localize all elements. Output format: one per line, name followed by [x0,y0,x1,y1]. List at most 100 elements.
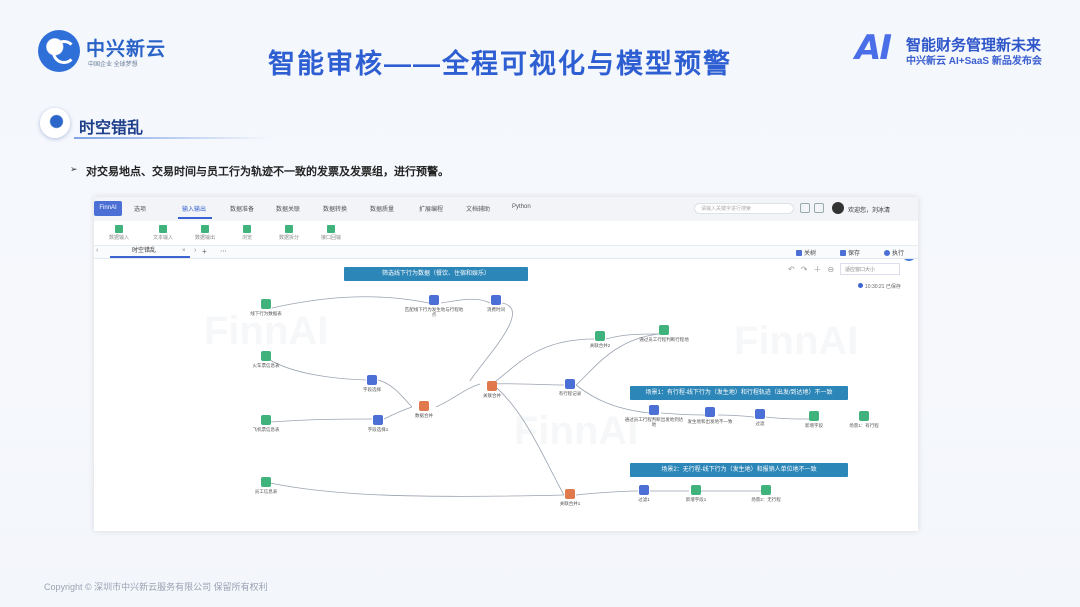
node-join-1[interactable]: 关联合并1 [540,489,600,506]
menu-document[interactable]: 文档辅助 [466,207,491,213]
watermark: FinnAI [514,409,639,453]
search-input[interactable]: 请输入关键字进行搜索 [694,203,794,214]
ribbon-label: 数据输出 [194,235,215,241]
run-tree-button[interactable]: 关树 [796,248,816,257]
node-label: 关联合并 [483,393,501,398]
saved-status: 10:30:21 已保存 [858,283,901,290]
event-title: 智能财务管理新未来 [906,37,1042,54]
menu-data-join[interactable]: 数据关联 [276,207,301,213]
node-field-select-1[interactable]: 字段选择1 [348,415,408,432]
company-slogan: 中国企业 全球梦想 [88,62,138,68]
node-add-field[interactable]: 新增字段 [784,411,844,428]
ribbon-data-input[interactable]: 数据输入 [102,221,136,241]
tab-bar: ‹ 时空错乱 × › + ⋯ [94,246,918,259]
table-icon [261,477,271,487]
node-judge-depart[interactable]: 通过员工行程判断出发地到达地 [624,405,684,427]
ribbon-label: 数据拆分 [278,235,299,241]
node-add-field-1[interactable]: 新增字段1 [666,485,726,502]
node-match-location[interactable]: 匹配线下行为发生地与行程地点 [404,295,464,317]
table-icon [595,331,605,341]
node-offline-data[interactable]: 线下行为数据表 [236,299,296,316]
ribbon-api-output[interactable]: 接口回输 [314,221,348,241]
node-employee-data[interactable]: 员工信息表 [236,477,296,494]
node-label: 新增字段 [805,423,823,428]
save-icon [840,250,846,256]
node-label: 过滤1 [638,497,650,502]
filter-icon [755,409,765,419]
add-field-icon [809,411,819,421]
menu-data-prep[interactable]: 数据准备 [230,207,255,213]
ribbon-text-input[interactable]: 文本输入 [146,221,180,241]
node-join-2[interactable]: 关联合并2 [570,331,630,348]
node-train-data[interactable]: 火车票信息表 [236,351,296,368]
execute-button[interactable]: 执行 [884,248,904,257]
copyright: Copyright © 深圳市中兴新云服务有限公司 保留所有权利 [44,582,268,592]
status-dot-icon [858,283,863,288]
add-tab-icon[interactable]: + [202,247,207,256]
ribbon-browse[interactable]: 浏览 [230,221,264,241]
ribbon-label: 接口回输 [320,235,341,241]
menu-bar: FinnAI 选项 输入输出 数据准备 数据关联 数据转换 数据质量 扩展编程 … [94,197,918,222]
workflow-canvas[interactable]: FinnAI FinnAI FinnAI [94,259,918,531]
column-icon [373,415,383,425]
node-join[interactable]: 关联合并 [462,381,522,398]
node-filter-1[interactable]: 过滤1 [614,485,674,502]
section-underline [74,137,270,139]
node-label: 场景2：无行程 [751,497,781,502]
node-scene1-out[interactable]: 场景1：有行程 [834,411,894,428]
tab-prev-icon[interactable]: ‹ [96,247,99,254]
node-label: 新增字段1 [685,497,707,502]
node-label: 字段选择1 [367,427,389,432]
close-icon[interactable]: × [182,248,186,254]
node-label: 通过员工行程判断行程地 [639,337,689,342]
join-icon [487,381,497,391]
node-data-merge[interactable]: 数据合并 [394,401,454,418]
table-icon [261,415,271,425]
node-filter[interactable]: 过滤 [730,409,790,426]
node-label: 发生地和出发地不一致 [687,419,733,424]
add-field-icon [691,485,701,495]
menu-extension[interactable]: 扩展编程 [419,207,444,213]
page-title: 智能审核——全程可视化与模型预警 [268,49,732,79]
menu-data-transform[interactable]: 数据转换 [323,207,348,213]
node-label: 有行程记录 [558,391,582,396]
save-button[interactable]: 保存 [840,248,860,257]
canvas-tools[interactable]: ↶↷＋⊖ [788,265,841,274]
bookmark-icon [565,379,575,389]
section-icon [40,108,70,138]
settings-icon[interactable] [800,203,810,213]
menu-options[interactable]: 选项 [134,207,147,213]
node-field-select[interactable]: 字段选择 [342,375,402,392]
menu-data-quality[interactable]: 数据质量 [370,207,395,213]
menu-input-output[interactable]: 输入输出 [182,207,207,213]
ribbon-data-output[interactable]: 数据输出 [188,221,222,241]
avatar[interactable] [832,202,844,214]
tab-next-icon[interactable]: › [194,247,197,254]
banner-scene1: 场景1：有行程-线下行为（发生地）和行程轨迹（出发/到达地）不一致 [630,386,848,400]
ribbon-label: 数据输入 [108,235,129,241]
node-label: 消费时间 [487,307,505,312]
node-has-trip[interactable]: 有行程记录 [540,379,600,396]
banner-filter: 筛选线下行为数据（餐饮、住宿和娱乐） [344,267,528,281]
more-icon[interactable]: ⋯ [220,248,227,255]
node-consume-time[interactable]: 消费时间 [466,295,526,312]
node-mismatch[interactable]: 发生地和出发地不一致 [680,407,740,424]
node-flight-data[interactable]: 飞机票信息表 [236,415,296,432]
node-scene2-out[interactable]: 场景2：无行程 [736,485,796,502]
menu-python[interactable]: Python [512,204,531,210]
node-judge-trip[interactable]: 通过员工行程判断行程地 [634,325,694,342]
ribbon-label: 文本输入 [152,235,173,241]
tab-spacetime[interactable]: 时空错乱 [110,246,190,258]
help-icon[interactable] [814,203,824,213]
bookmark-icon [429,295,439,305]
bullet-arrow-icon: ➢ [70,164,78,174]
zoom-select[interactable]: 适应窗口大小 [840,263,900,275]
section-title: 时空错乱 [79,120,144,137]
node-label: 关联合并2 [589,343,611,348]
company-name: 中兴新云 [86,39,167,60]
node-label: 线下行为数据表 [250,311,282,316]
ribbon-data-split[interactable]: 数据拆分 [272,221,306,241]
data-split-icon [285,225,293,233]
node-label: 火车票信息表 [252,363,280,368]
run-tree-label: 关树 [804,251,817,257]
